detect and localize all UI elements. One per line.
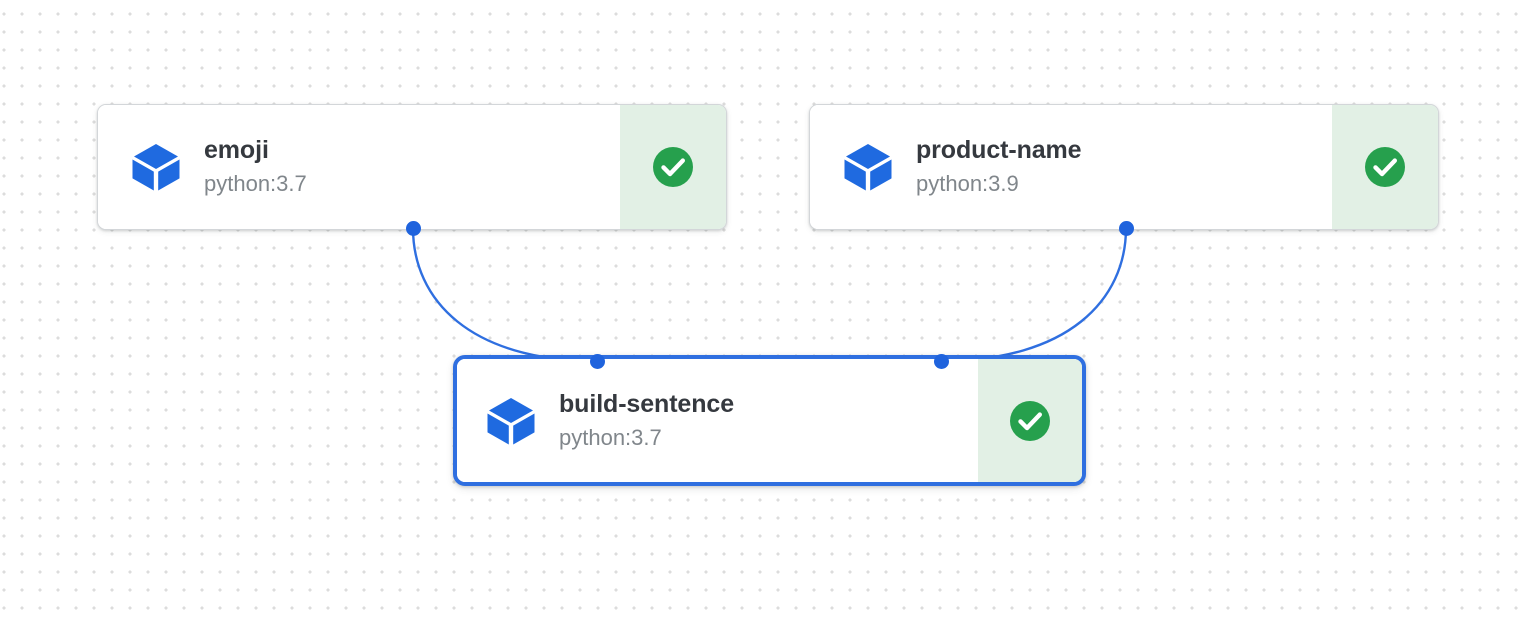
source-handle-product-name[interactable] bbox=[1119, 221, 1134, 236]
node-status-panel bbox=[1332, 105, 1438, 229]
node-title: emoji bbox=[204, 136, 269, 165]
cube-icon bbox=[132, 144, 180, 191]
node-emoji[interactable]: emoji python:3.7 bbox=[97, 104, 727, 230]
node-status-panel bbox=[620, 105, 726, 229]
node-title: build-sentence bbox=[559, 389, 735, 418]
node-body: build-sentence python:3.7 bbox=[457, 359, 978, 482]
node-title: product-name bbox=[916, 136, 1082, 165]
node-status-panel bbox=[978, 359, 1082, 482]
node-text: emoji python:3.7 bbox=[204, 136, 307, 198]
source-handle-emoji[interactable] bbox=[406, 221, 421, 236]
node-build-sentence[interactable]: build-sentence python:3.7 bbox=[453, 355, 1086, 486]
check-circle-icon bbox=[1365, 147, 1405, 187]
cube-icon bbox=[844, 144, 892, 191]
node-subtitle: python:3.7 bbox=[559, 424, 662, 450]
check-circle-icon bbox=[653, 147, 693, 187]
target-handle-build-sentence-left[interactable] bbox=[590, 354, 605, 369]
cube-icon bbox=[487, 397, 535, 444]
node-subtitle: python:3.7 bbox=[204, 171, 307, 197]
edge-product-name-to-build-sentence[interactable] bbox=[939, 226, 1128, 363]
node-body: emoji python:3.7 bbox=[98, 105, 620, 229]
node-body: product-name python:3.9 bbox=[810, 105, 1332, 229]
node-subtitle: python:3.9 bbox=[916, 171, 1019, 197]
node-text: product-name python:3.9 bbox=[916, 136, 1082, 198]
node-product-name[interactable]: product-name python:3.9 bbox=[809, 104, 1439, 230]
edge-emoji-to-build-sentence[interactable] bbox=[411, 226, 599, 363]
check-circle-icon bbox=[1010, 400, 1050, 441]
node-text: build-sentence python:3.7 bbox=[559, 390, 734, 452]
target-handle-build-sentence-right[interactable] bbox=[934, 354, 949, 369]
